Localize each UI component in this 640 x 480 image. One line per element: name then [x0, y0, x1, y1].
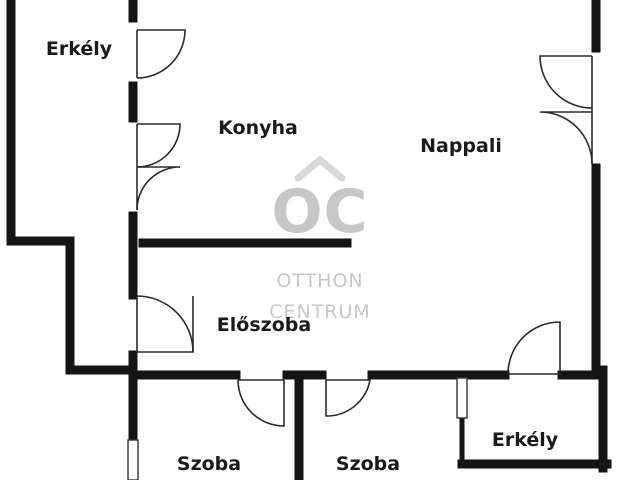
- window-room-left: [127, 439, 139, 480]
- room-label-room-middle: Szoba: [336, 453, 400, 475]
- room-label-balcony-bottom: Erkély: [492, 429, 559, 451]
- wall-left-balcony: [6, 0, 138, 375]
- door-hallway: [136, 295, 194, 353]
- room-label-kitchen: Konyha: [218, 117, 298, 139]
- doors: [136, 29, 593, 427]
- window-balcony-right: [456, 377, 468, 419]
- door-kitchen-double: [136, 123, 181, 211]
- door-living-double: [539, 55, 593, 165]
- watermark-line2: CENTRUM: [269, 301, 371, 323]
- watermark: OC OTTHON CENTRUM: [269, 155, 371, 323]
- room-label-room-left: Szoba: [177, 453, 241, 475]
- room-label-living-room: Nappali: [420, 135, 502, 157]
- room-label-balcony-top: Erkély: [46, 38, 113, 60]
- watermark-roof-icon: [294, 155, 346, 182]
- room-labels: Erkély Konyha Nappali Előszoba Szoba Szo…: [46, 38, 559, 475]
- door-room-left: [237, 379, 285, 427]
- door-room-middle: [325, 379, 371, 417]
- walls: [6, 0, 612, 480]
- door-balcony-bottom: [507, 321, 561, 375]
- watermark-logo-letters: OC: [271, 177, 368, 247]
- room-label-hallway: Előszoba: [217, 314, 311, 336]
- door-balcony-kitchen: [136, 29, 186, 79]
- windows: [127, 377, 468, 480]
- watermark-line1: OTTHON: [276, 270, 363, 292]
